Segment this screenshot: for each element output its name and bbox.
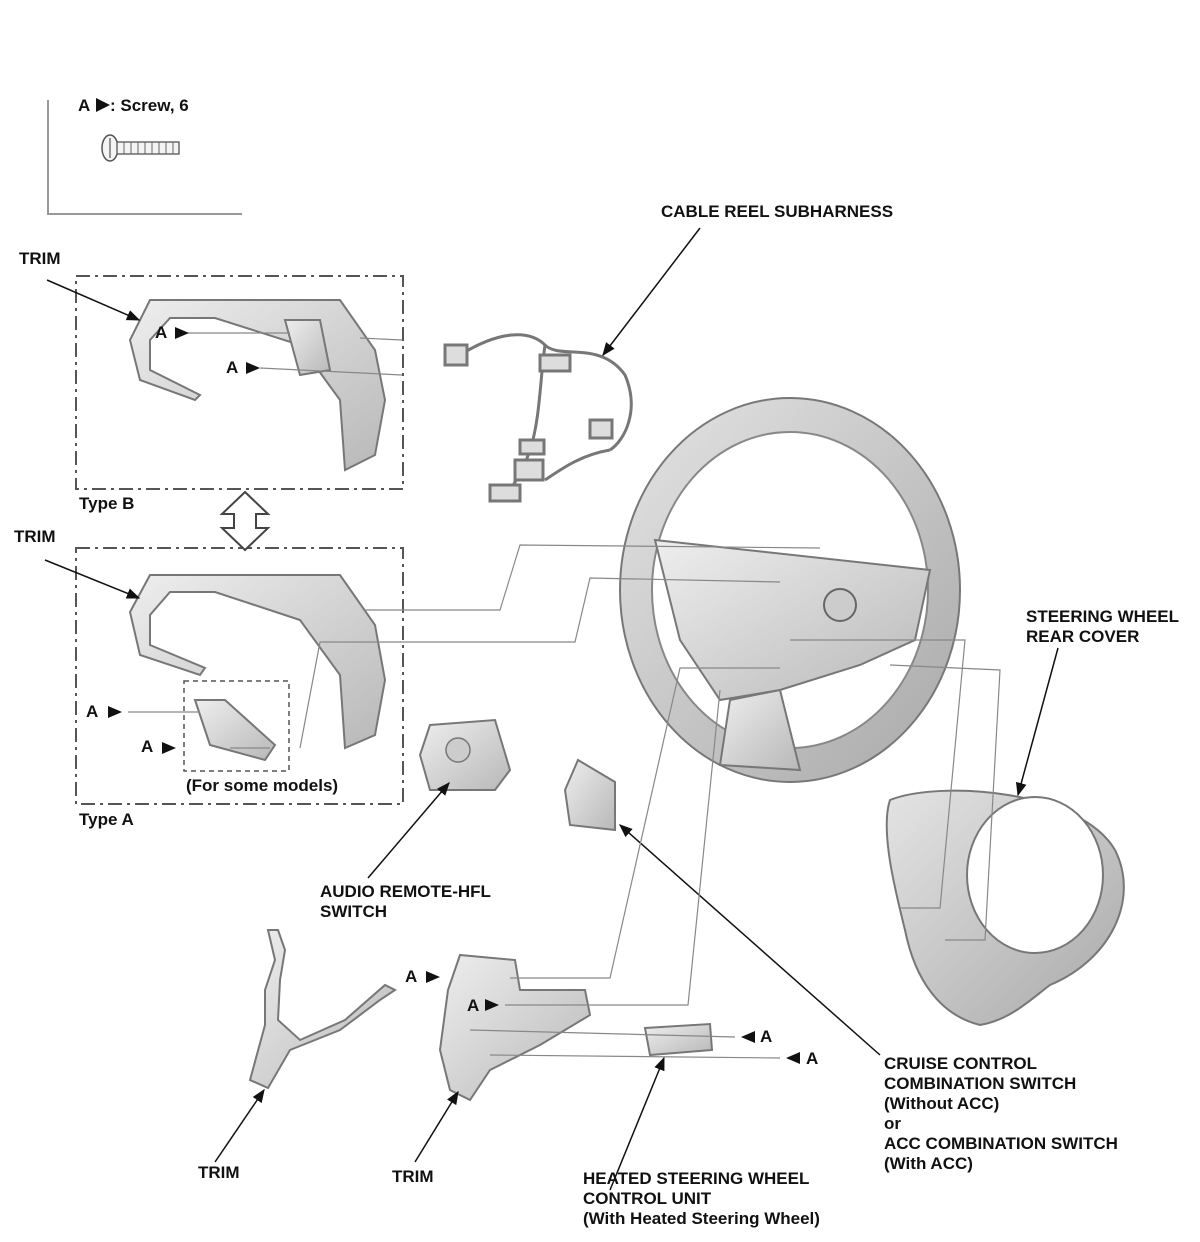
screw-marker-icon <box>246 362 260 374</box>
screw-marker-icon <box>426 971 440 983</box>
trim-type-b-label: TRIM <box>19 249 61 268</box>
cruise-control-switch-part <box>563 758 616 832</box>
trim-lower-left-part <box>248 929 397 1090</box>
double-arrow-icon <box>219 490 271 552</box>
screw-legend <box>47 98 242 215</box>
screw-callout: A <box>86 702 99 721</box>
screw-callout: A <box>760 1027 773 1046</box>
type-b-label: Type B <box>79 494 135 513</box>
screw-callout: A <box>467 996 480 1015</box>
audio-remote-hfl-switch-part <box>418 718 512 791</box>
for-some-models-label: (For some models) <box>186 776 339 795</box>
screw-marker-icon <box>741 1031 755 1043</box>
type-b-box <box>75 275 404 490</box>
trim-type-a-part <box>128 574 387 762</box>
screw-icon <box>101 134 180 162</box>
screw-marker-icon <box>162 742 176 754</box>
steering-wheel-part <box>619 397 961 783</box>
screw-markers <box>108 327 800 1064</box>
cable-reel-label: CABLE REEL SUBHARNESS <box>661 202 894 221</box>
screw-callout: A <box>141 737 154 756</box>
legend-key: A <box>78 96 91 115</box>
cable-reel-subharness-part <box>443 333 633 503</box>
trim-lower-left-label: TRIM <box>198 1163 240 1182</box>
for-some-models-box <box>183 680 290 772</box>
screw-callout: A <box>226 358 239 377</box>
screw-callout: A <box>155 323 168 342</box>
type-a-label: Type A <box>79 810 134 829</box>
trim-type-a-label: TRIM <box>14 527 56 546</box>
screw-marker-icon <box>485 999 499 1011</box>
trim-type-b-part <box>128 299 387 472</box>
screw-marker-icon <box>786 1052 800 1064</box>
assembly-lines <box>128 332 1001 1059</box>
screw-marker-icon <box>108 706 122 718</box>
legend-text: : Screw, 6 <box>110 96 189 115</box>
type-a-box <box>75 547 404 805</box>
heated-control-unit-part <box>643 1022 714 1057</box>
trim-lower-mid-label: TRIM <box>392 1167 434 1186</box>
screw-callout: A <box>806 1049 819 1068</box>
leader-lines <box>44 227 1059 1191</box>
screw-callout: A <box>405 967 418 986</box>
screw-marker-icon <box>175 327 189 339</box>
trim-lower-mid-part <box>438 953 592 1102</box>
screw-marker-icon <box>96 98 110 112</box>
